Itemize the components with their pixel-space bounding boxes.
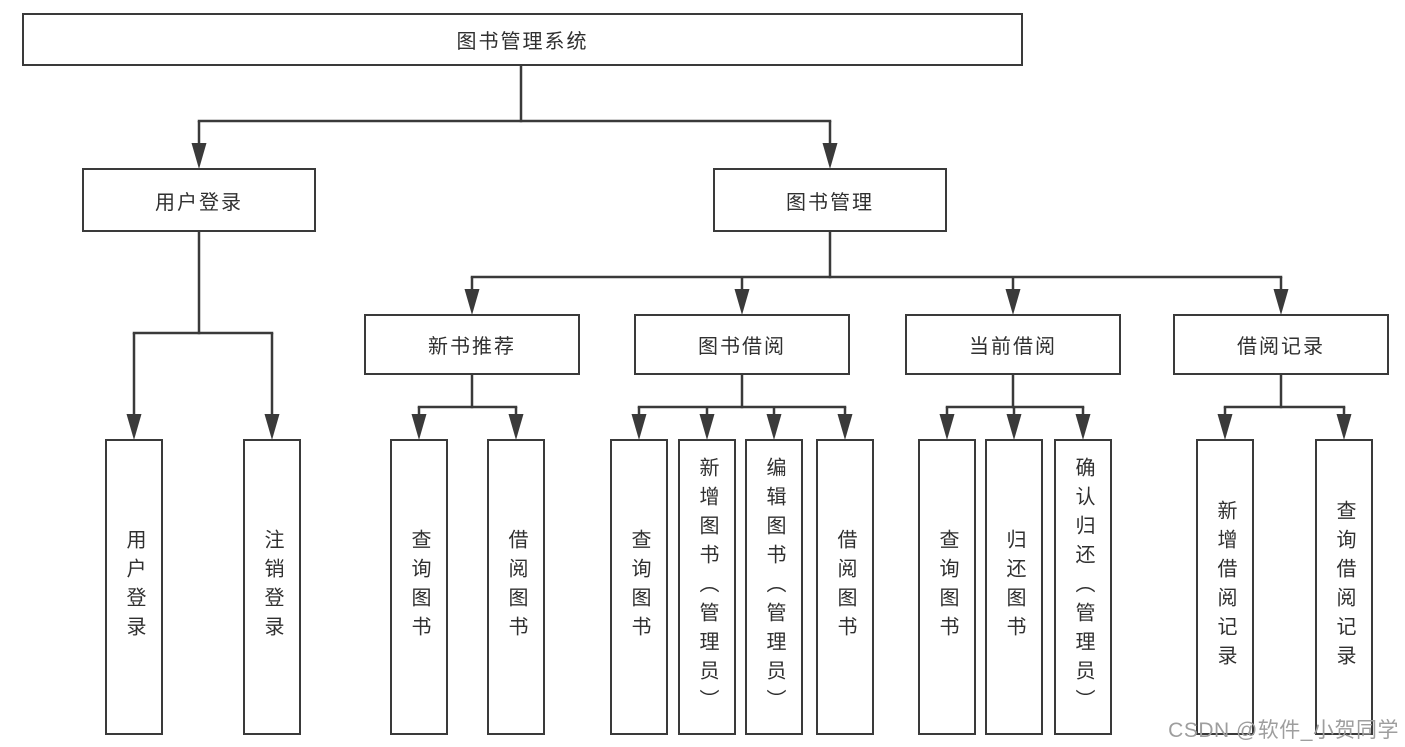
node-root-library-system: 图书管理系统 — [22, 13, 1023, 66]
connector-level3-to-leaves — [411, 373, 1352, 440]
leaf-query-books-current: 查询图书 — [918, 439, 976, 735]
node-borrowing-records: 借阅记录 — [1173, 314, 1389, 375]
node-user-login: 用户登录 — [82, 168, 316, 232]
leaf-borrow-books-borrowing: 借阅图书 — [816, 439, 874, 735]
node-current-borrowing: 当前借阅 — [905, 314, 1121, 375]
connector-userlogin-to-leaves — [126, 230, 280, 440]
node-book-borrowing: 图书借阅 — [634, 314, 850, 375]
node-new-book-recommendation: 新书推荐 — [364, 314, 580, 375]
leaf-logout: 注销登录 — [243, 439, 301, 735]
connector-root-to-level2 — [191, 65, 838, 169]
connector-bookmgmt-to-level3 — [464, 230, 1289, 315]
leaf-confirm-return-admin: 确认归还（管理员） — [1054, 439, 1112, 735]
leaf-add-book-admin: 新增图书（管理员） — [678, 439, 736, 735]
node-book-management: 图书管理 — [713, 168, 947, 232]
leaf-user-login: 用户登录 — [105, 439, 163, 735]
leaf-query-books-borrowing: 查询图书 — [610, 439, 668, 735]
leaf-return-book: 归还图书 — [985, 439, 1043, 735]
leaf-add-borrow-record: 新增借阅记录 — [1196, 439, 1254, 735]
leaf-query-books-recommend: 查询图书 — [390, 439, 448, 735]
csdn-watermark: CSDN @软件_小贺同学 — [1168, 719, 1399, 742]
leaf-borrow-books-recommend: 借阅图书 — [487, 439, 545, 735]
leaf-edit-book-admin: 编辑图书（管理员） — [745, 439, 803, 735]
leaf-query-borrow-record: 查询借阅记录 — [1315, 439, 1373, 735]
